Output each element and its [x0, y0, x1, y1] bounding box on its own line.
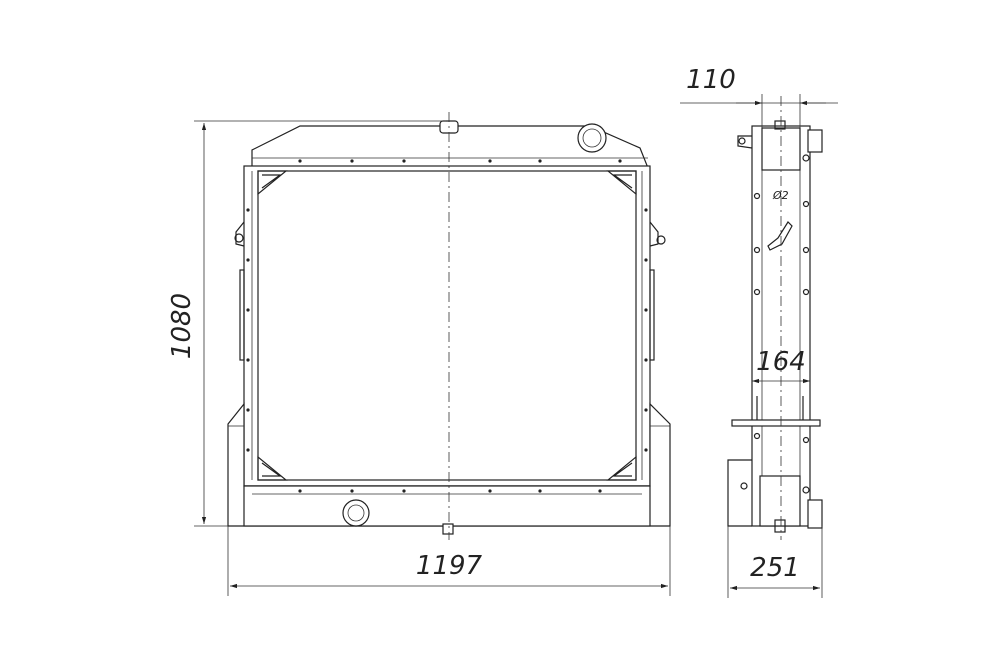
side-mid-dim-label: 164 — [756, 347, 806, 377]
side-bolts — [753, 192, 810, 444]
side-bottom-dimension: 251 — [727, 526, 823, 598]
width-dimension: 1197 — [227, 526, 671, 596]
mid-mount-plate — [731, 419, 821, 427]
corner-gusset-bl — [257, 455, 288, 481]
radiator-core — [257, 170, 637, 481]
left-mount-lug — [235, 221, 245, 247]
rivets — [246, 159, 648, 493]
front-view — [227, 112, 671, 540]
side-view: Ø2 — [727, 96, 823, 540]
corner-gusset-br — [606, 455, 637, 481]
side-top-dim-label: 110 — [686, 65, 736, 95]
filler-neck — [577, 123, 607, 153]
corner-gusset-tl — [257, 170, 288, 196]
right-mount-lug — [649, 221, 659, 247]
side-bottom-tank — [759, 475, 801, 527]
height-dimension: 1080 — [167, 120, 446, 527]
width-dim-label: 1197 — [416, 551, 483, 581]
corner-gusset-tr — [606, 170, 637, 196]
side-mid-dimension: 164 — [752, 347, 810, 384]
drain-plug — [442, 523, 454, 535]
outlet-pipe — [342, 499, 370, 527]
hook-bracket — [767, 221, 793, 251]
height-dim-label: 1080 — [167, 293, 197, 359]
side-mark-label: Ø2 — [772, 189, 789, 202]
side-bottom-dim-label: 251 — [750, 553, 800, 583]
side-top-dimension: 110 — [680, 65, 838, 126]
